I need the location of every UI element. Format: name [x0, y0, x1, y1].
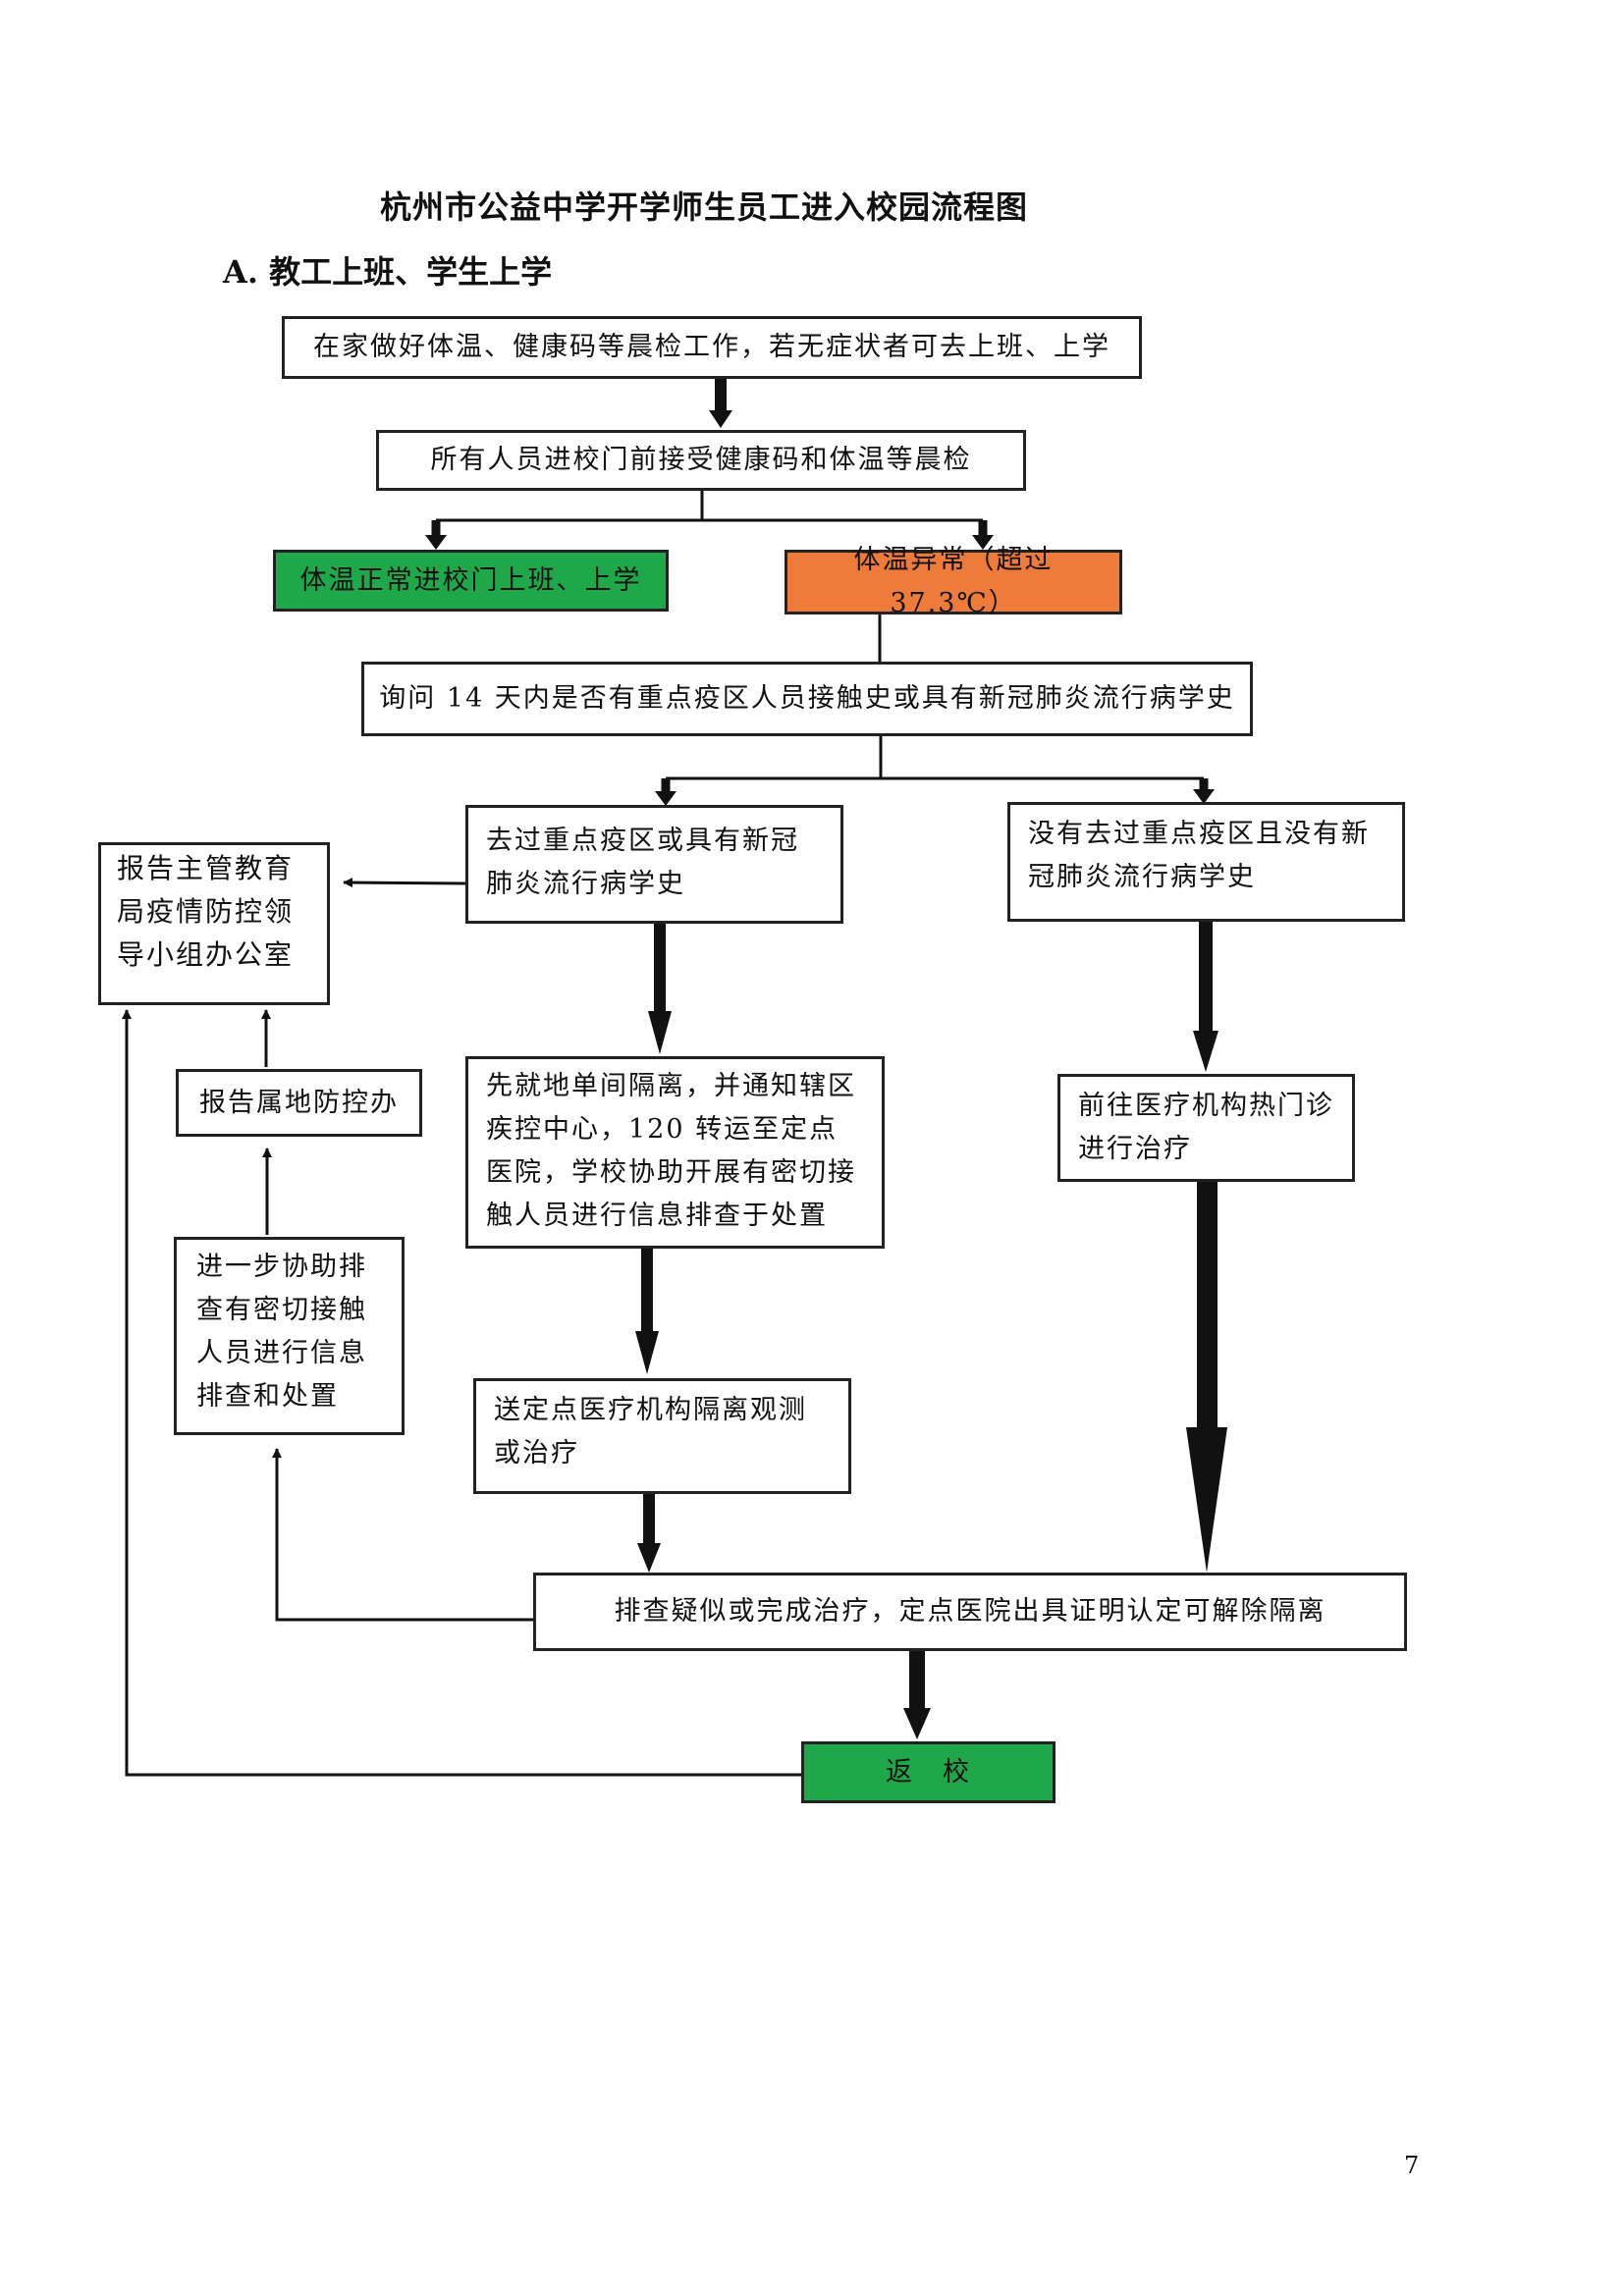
has-history-text: 去过重点疫区或具有新冠肺炎流行病学史	[486, 826, 799, 899]
send-hospital-box: 送定点医疗机构隔离观测或治疗	[473, 1378, 851, 1494]
send-hospital-text: 送定点医疗机构隔离观测或治疗	[494, 1395, 807, 1468]
report-local-text: 报告属地防控办	[199, 1087, 399, 1118]
arrowhead-has-history	[655, 791, 677, 806]
arrowhead-isolate-send	[635, 1331, 659, 1374]
section-heading: A. 教工上班、学生上学	[223, 253, 553, 291]
release-box: 排查疑似或完成治疗，定点医院出具证明认定可解除隔离	[533, 1573, 1407, 1651]
release-text: 排查疑似或完成治疗，定点医院出具证明认定可解除隔离	[614, 1596, 1326, 1627]
arrowhead-abnormal	[972, 535, 994, 550]
temp-normal-text: 体温正常进校门上班、上学	[299, 564, 642, 596]
gate-check-text: 所有人员进校门前接受健康码和体温等晨检	[430, 445, 972, 475]
inquire-text: 询问 14 天内是否有重点疫区人员接触史或具有新冠肺炎流行病学史	[379, 683, 1235, 714]
page-number: 7	[1404, 2152, 1420, 2179]
temp-normal-box: 体温正常进校门上班、上学	[273, 550, 669, 612]
arrowhead-no-clinic	[1193, 1031, 1218, 1072]
no-history-text: 没有去过重点疫区且没有新冠肺炎流行病学史	[1028, 819, 1370, 892]
arrowhead-has-isolate	[648, 1011, 672, 1054]
arrowhead-no-history	[1193, 789, 1215, 804]
inquire-box: 询问 14 天内是否有重点疫区人员接触史或具有新冠肺炎流行病学史	[361, 662, 1253, 736]
report-local-box: 报告属地防控办	[176, 1069, 422, 1137]
isolate-notify-text: 先就地单间隔离，并通知辖区疾控中心，120 转运至定点医院，学校协助开展有密切接…	[486, 1071, 856, 1231]
report-edu-box: 报告主管教育局疫情防控领导小组办公室	[98, 842, 330, 1005]
line-release-assist	[272, 1448, 533, 1622]
report-edu-text: 报告主管教育局疫情防控领导小组办公室	[117, 852, 295, 971]
return-box: 返 校	[801, 1741, 1056, 1803]
arrowhead-home-gate	[709, 410, 732, 428]
temp-abnormal-text: 体温异常（超过 37.3℃）	[853, 545, 1054, 618]
arrowhead-send-release	[637, 1543, 661, 1573]
assist-check-box: 进一步协助排查有密切接触人员进行信息排查和处置	[174, 1237, 405, 1435]
fever-clinic-box: 前往医疗机构热门诊进行治疗	[1057, 1074, 1355, 1182]
page-title: 杭州市公益中学开学师生员工进入校园流程图	[379, 188, 1028, 226]
isolate-notify-box: 先就地单间隔离，并通知辖区疾控中心，120 转运至定点医院，学校协助开展有密切接…	[465, 1056, 885, 1249]
home-check-box: 在家做好体温、健康码等晨检工作，若无症状者可去上班、上学	[282, 316, 1142, 379]
arrow-clinic-release	[1186, 1182, 1227, 1573]
return-text: 返 校	[886, 1756, 971, 1788]
gate-check-box: 所有人员进校门前接受健康码和体温等晨检	[376, 430, 1026, 491]
has-history-box: 去过重点疫区或具有新冠肺炎流行病学史	[465, 805, 843, 924]
assist-check-text: 进一步协助排查有密切接触人员进行信息排查和处置	[196, 1252, 367, 1412]
arrowhead-normal	[425, 535, 447, 550]
temp-abnormal-box: 体温异常（超过 37.3℃）	[785, 545, 1122, 618]
home-check-text: 在家做好体温、健康码等晨检工作，若无症状者可去上班、上学	[313, 332, 1110, 362]
no-history-box: 没有去过重点疫区且没有新冠肺炎流行病学史	[1007, 802, 1405, 922]
line-return-edu	[122, 1009, 801, 1777]
fever-clinic-text: 前往医疗机构热门诊进行治疗	[1078, 1091, 1334, 1164]
line-to-report-edu	[343, 878, 466, 888]
arrowhead-release-return	[903, 1708, 931, 1739]
